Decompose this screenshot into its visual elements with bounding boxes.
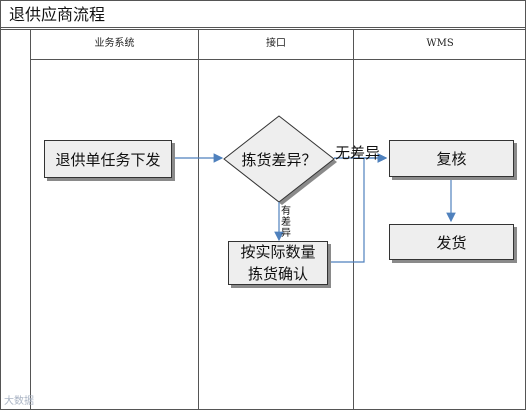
- lane-header-wms: WMS: [426, 38, 454, 49]
- node-review-label: 复核: [436, 150, 467, 168]
- node-confirm-line-2: 拣货确认: [247, 265, 308, 283]
- lane-header-interface: 接口: [266, 38, 286, 49]
- node-ship-label: 发货: [436, 233, 467, 252]
- diagram-title: 退供应商流程: [0, 0, 526, 28]
- node-confirm-picking: 按实际数量 拣货确认: [228, 241, 328, 285]
- node-confirm-line-1: 按实际数量: [240, 243, 316, 261]
- node-start-task-label: 退供单任务下发: [55, 150, 161, 169]
- edge-label-no-diff: 无差异: [335, 144, 381, 162]
- node-ship: 发货: [389, 224, 514, 260]
- node-start-task: 退供单任务下发: [44, 140, 172, 178]
- edge-label-has-diff-char-1: 有: [281, 206, 291, 217]
- lane-header-business-system: 业务系统: [94, 38, 135, 49]
- decision-label: 拣货差异？: [241, 151, 317, 169]
- node-review: 复核: [389, 140, 514, 177]
- arrow-confirm-to-review: [328, 153, 388, 263]
- watermark: 大数据: [4, 396, 34, 407]
- edge-label-has-diff-char-3: 异: [281, 228, 291, 239]
- edge-label-has-diff: 有 差 异: [281, 206, 293, 239]
- edge-label-has-diff-char-2: 差: [281, 217, 291, 228]
